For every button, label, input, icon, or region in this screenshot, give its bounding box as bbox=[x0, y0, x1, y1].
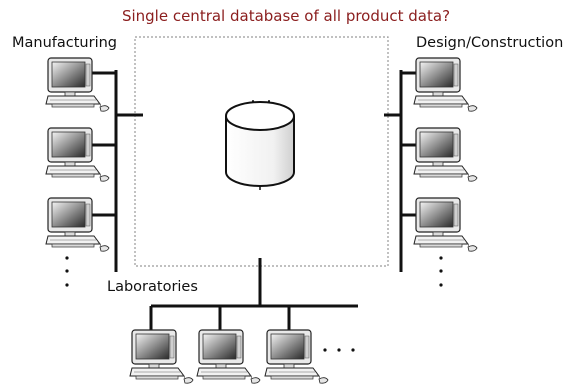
design-construction-label: Design/Construction bbox=[416, 35, 564, 51]
design-ellipsis bbox=[439, 256, 443, 287]
database-icon bbox=[225, 100, 295, 190]
design-computer-icon bbox=[413, 127, 478, 182]
laboratory-computer-icon bbox=[264, 329, 329, 384]
manufacturing-ellipsis bbox=[65, 256, 69, 287]
design-computer-icon bbox=[413, 57, 478, 112]
design-computer-icon bbox=[413, 197, 478, 252]
manufacturing-computer-icon bbox=[45, 127, 110, 182]
manufacturing-computer-icon bbox=[45, 57, 110, 112]
laboratory-computer-icon bbox=[129, 329, 194, 384]
manufacturing-label: Manufacturing bbox=[12, 35, 117, 51]
laboratories-ellipsis bbox=[323, 348, 355, 352]
laboratories-label: Laboratories bbox=[107, 279, 198, 295]
laboratories-network-lines bbox=[149, 258, 358, 330]
manufacturing-network-lines bbox=[92, 70, 143, 272]
diagram-title: Single central database of all product d… bbox=[121, 7, 451, 25]
laboratory-computer-icon bbox=[196, 329, 261, 384]
manufacturing-computer-icon bbox=[45, 197, 110, 252]
